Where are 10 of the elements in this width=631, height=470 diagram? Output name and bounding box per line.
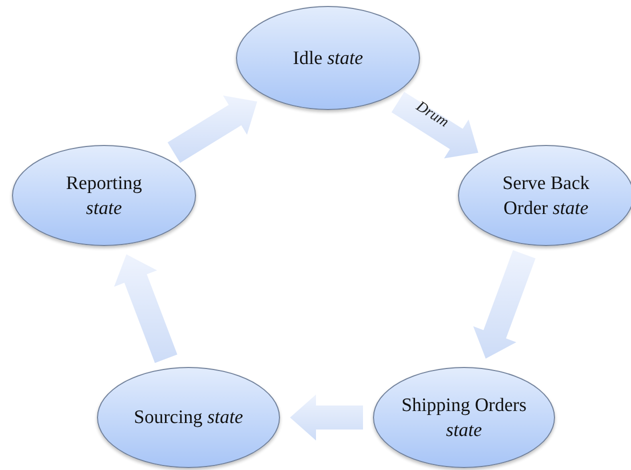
state-label: Shipping Orders state xyxy=(400,394,528,442)
block-arrow xyxy=(114,254,178,363)
block-arrow xyxy=(290,394,363,440)
state-label: Idle state xyxy=(292,46,364,70)
state-label: Serve Back Order state xyxy=(501,172,591,220)
block-arrow xyxy=(392,92,478,158)
block-arrow xyxy=(473,250,536,359)
state-label: Sourcing state xyxy=(134,406,244,430)
state-label: Reporting state xyxy=(65,172,143,220)
block-arrow xyxy=(168,96,258,163)
